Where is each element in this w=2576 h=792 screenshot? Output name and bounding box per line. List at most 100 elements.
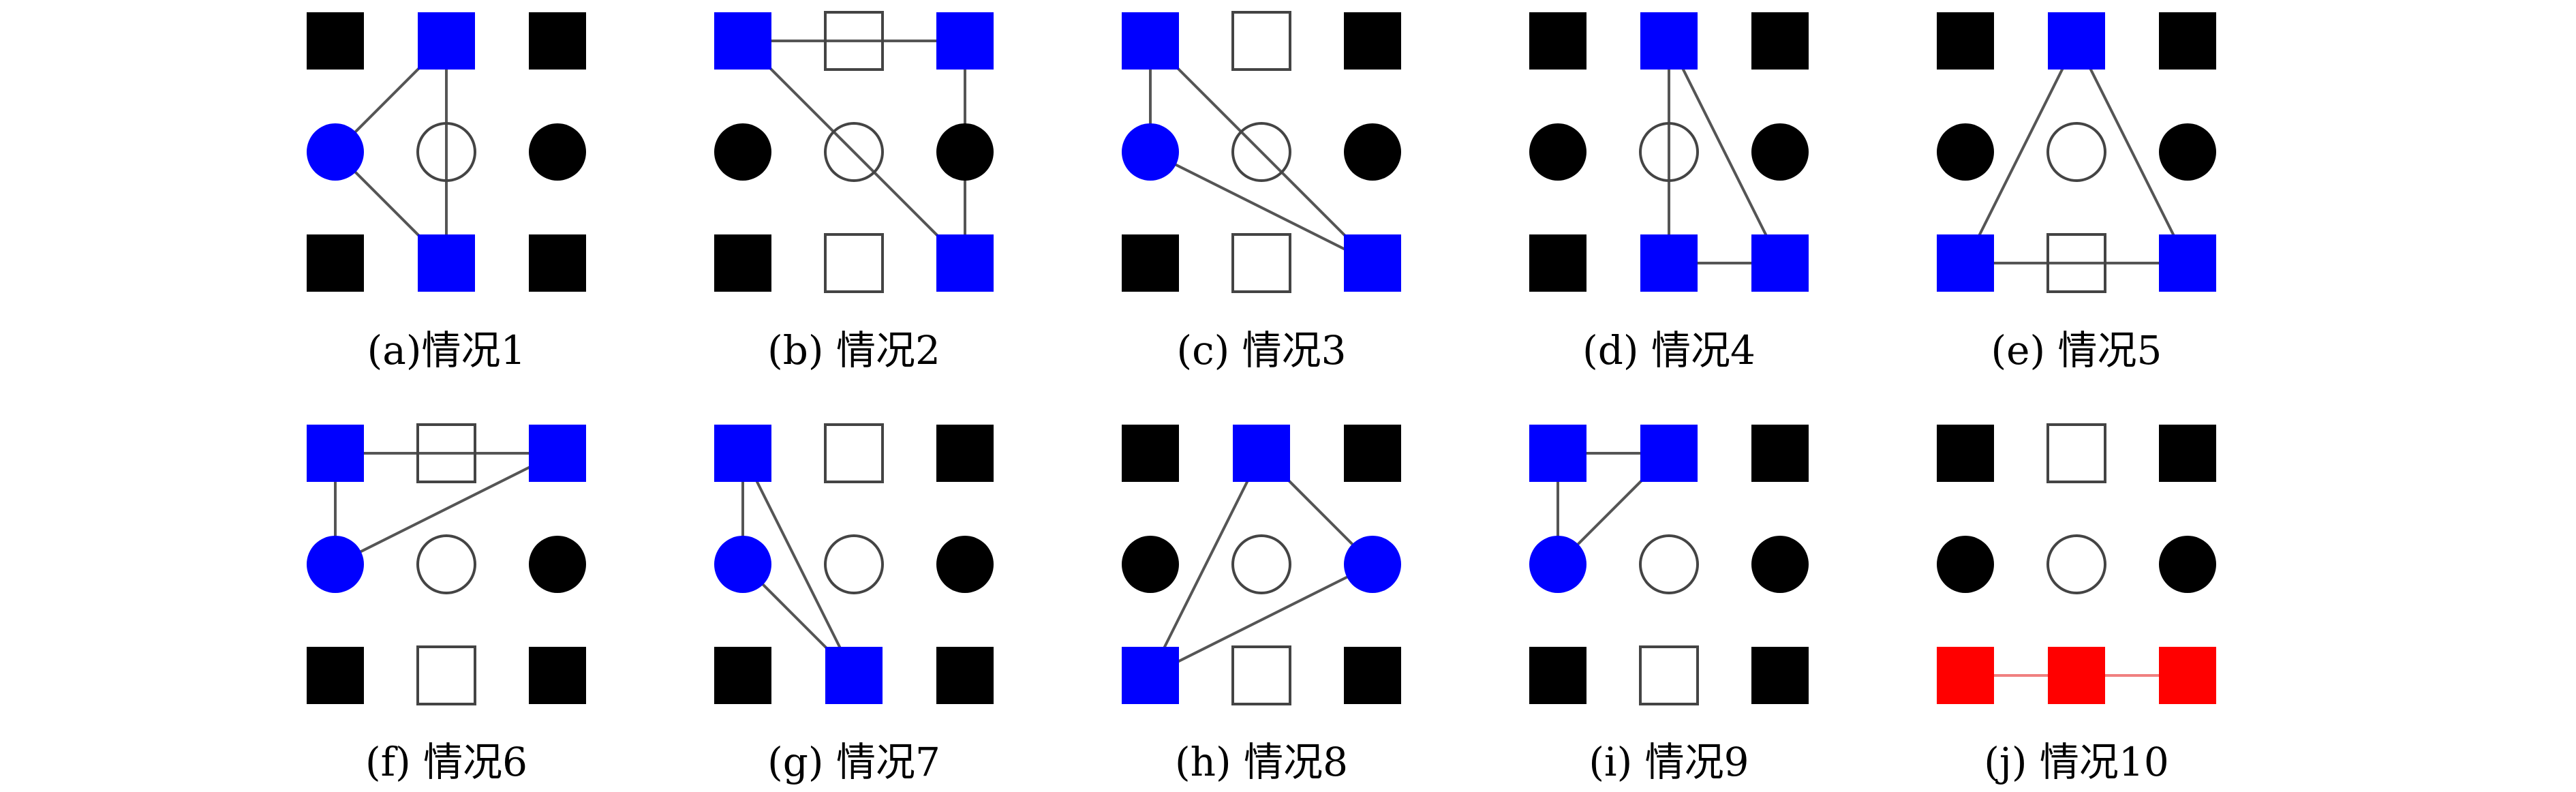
panel-caption: (a)情况1 (367, 327, 526, 374)
black-square-node (1937, 425, 1994, 482)
red-square-node (2048, 647, 2105, 704)
blue-square-node (1344, 234, 1401, 292)
black-square-node (936, 647, 994, 704)
panel-caption: (i) 情况9 (1589, 739, 1749, 785)
black-circle-node (936, 536, 994, 593)
hollow-square-node (824, 423, 884, 483)
black-square-node (529, 234, 586, 292)
black-circle-node (1529, 123, 1586, 181)
blue-square-node (307, 425, 364, 482)
hollow-square-node (1231, 645, 1291, 705)
black-square-node (1751, 647, 1809, 704)
blue-circle-node (714, 536, 771, 593)
blue-square-node (1122, 12, 1179, 70)
black-square-node (1122, 425, 1179, 482)
black-square-node (1751, 12, 1809, 70)
panel-caption: (e) 情况5 (1991, 327, 2162, 374)
hollow-square-node (2046, 233, 2106, 293)
black-circle-node (714, 123, 771, 181)
hollow-circle-node (1639, 534, 1699, 594)
blue-square-node (1640, 12, 1698, 70)
edge (335, 452, 558, 566)
panel-b: (b) 情况2 (714, 11, 994, 374)
black-square-node (2159, 425, 2216, 482)
hollow-circle-node (416, 122, 476, 182)
blue-square-node (936, 234, 994, 292)
black-square-node (1937, 12, 1994, 70)
edge (741, 40, 966, 264)
hollow-square-node (824, 233, 884, 293)
hollow-circle-node (2046, 122, 2106, 182)
black-square-node (1529, 12, 1586, 70)
hollow-square-node (1231, 11, 1291, 71)
hollow-square-node (1639, 645, 1699, 705)
panel-a: (a)情况1 (307, 12, 586, 374)
panel-caption: (c) 情况3 (1176, 327, 1346, 374)
black-circle-node (1751, 536, 1809, 593)
black-square-node (1344, 647, 1401, 704)
hollow-circle-node (1231, 122, 1291, 182)
edge (1149, 453, 1263, 676)
blue-square-node (1640, 234, 1698, 292)
panel-caption: (b) 情况2 (767, 327, 940, 374)
black-square-node (1122, 234, 1179, 292)
panel-d: (d) 情况4 (1529, 12, 1809, 374)
blue-square-node (2048, 12, 2105, 70)
hollow-circle-node (824, 122, 884, 182)
black-circle-node (1344, 123, 1401, 181)
hollow-square-node (416, 645, 476, 705)
blue-square-node (1122, 647, 1179, 704)
edge (1149, 40, 1374, 264)
panel-h: (h) 情况8 (1122, 425, 1401, 785)
black-square-node (714, 234, 771, 292)
black-circle-node (1122, 536, 1179, 593)
blue-circle-node (1122, 123, 1179, 181)
black-square-node (2159, 12, 2216, 70)
black-square-node (714, 647, 771, 704)
hollow-circle-node (1639, 122, 1699, 182)
edge (1150, 563, 1373, 677)
panel-caption: (g) 情况7 (767, 739, 940, 785)
black-circle-node (1937, 123, 1994, 181)
blue-square-node (1751, 234, 1809, 292)
blue-square-node (714, 425, 771, 482)
red-square-node (2159, 647, 2216, 704)
edge (1964, 40, 2078, 264)
blue-square-node (418, 234, 475, 292)
black-circle-node (529, 123, 586, 181)
black-square-node (529, 647, 586, 704)
black-square-node (1344, 425, 1401, 482)
blue-circle-node (1529, 536, 1586, 593)
black-square-node (1529, 647, 1586, 704)
black-circle-node (2159, 123, 2216, 181)
blue-square-node (1529, 425, 1586, 482)
hollow-circle-node (824, 534, 884, 594)
black-circle-node (529, 536, 586, 593)
black-circle-node (2159, 536, 2216, 593)
panel-f: (f) 情况6 (307, 423, 586, 785)
blue-square-node (1640, 425, 1698, 482)
hollow-square-node (1231, 233, 1291, 293)
black-circle-node (1937, 536, 1994, 593)
panel-g: (g) 情况7 (714, 423, 994, 785)
black-square-node (307, 647, 364, 704)
black-square-node (1529, 234, 1586, 292)
blue-square-node (1937, 234, 1994, 292)
edge (1150, 151, 1373, 264)
blue-square-node (1233, 425, 1290, 482)
blue-square-node (2159, 234, 2216, 292)
black-circle-node (936, 123, 994, 181)
hollow-square-node (824, 11, 884, 71)
panel-c: (c) 情况3 (1122, 11, 1401, 374)
blue-square-node (418, 12, 475, 70)
panel-j: (j) 情况10 (1937, 423, 2216, 785)
panel-e: (e) 情况5 (1937, 12, 2216, 374)
black-circle-node (1751, 123, 1809, 181)
panel-i: (i) 情况9 (1529, 425, 1809, 785)
edge (2075, 40, 2189, 264)
blue-circle-node (307, 123, 364, 181)
hollow-square-node (2046, 423, 2106, 483)
panel-caption: (j) 情况10 (1984, 739, 2168, 785)
black-square-node (307, 234, 364, 292)
